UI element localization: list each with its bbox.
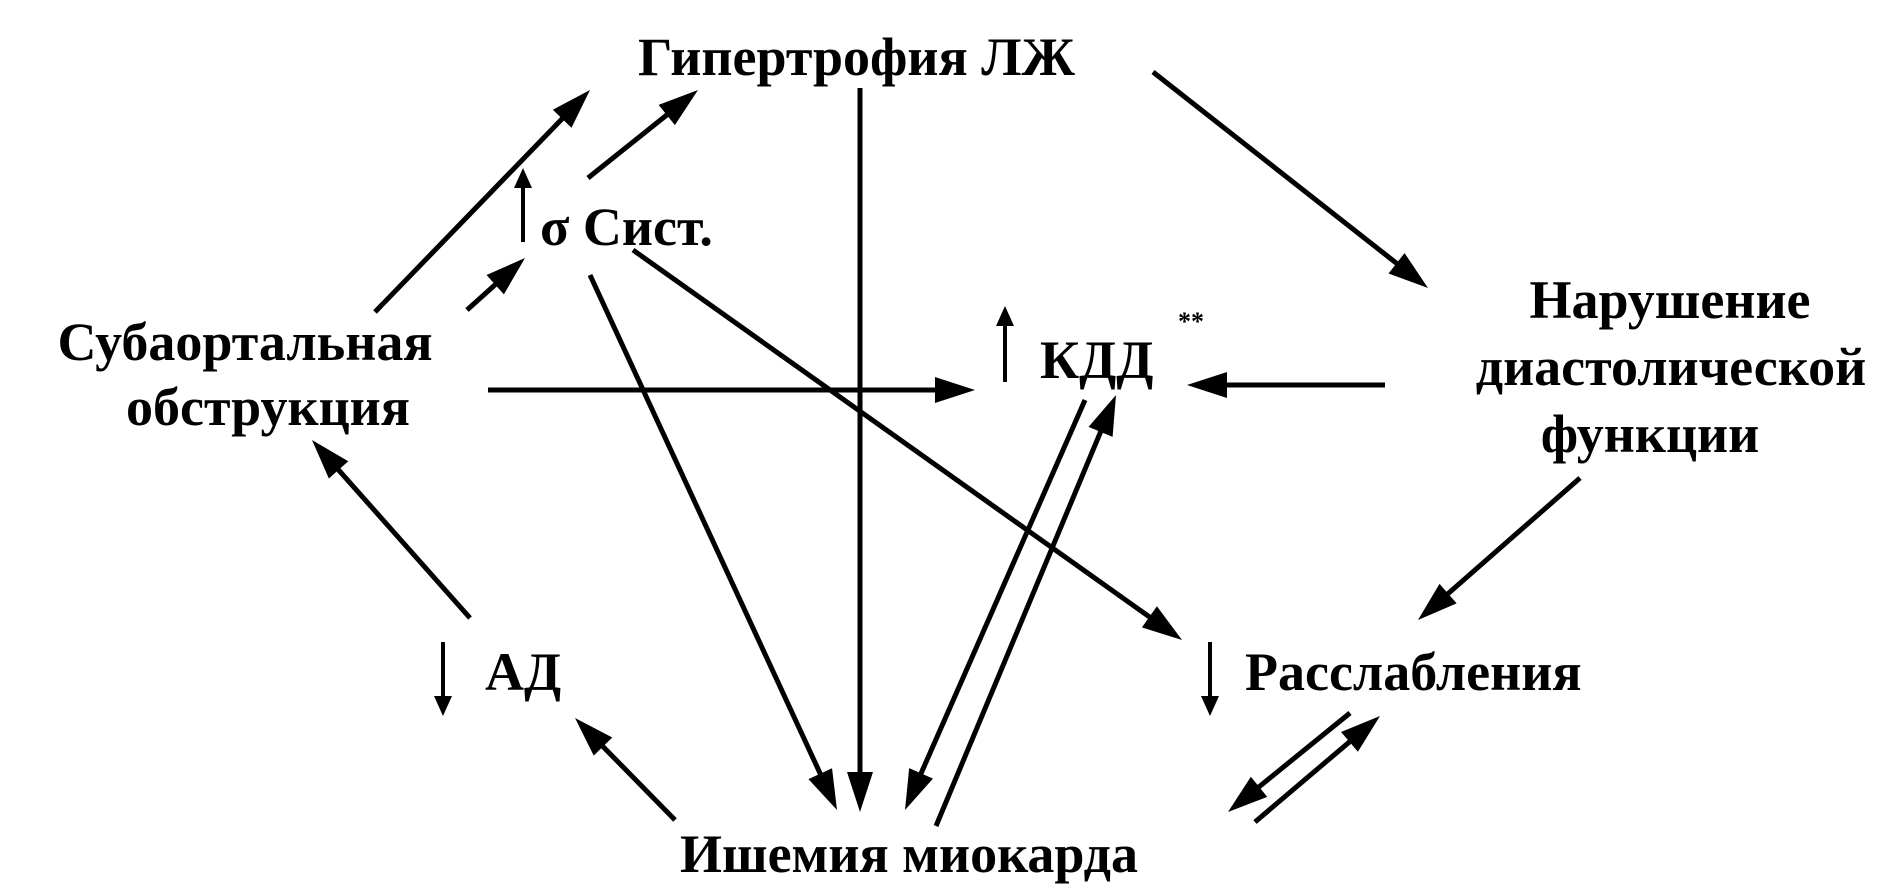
arrowhead xyxy=(1341,716,1380,752)
arrow-systolic-stress-to-ischemia xyxy=(587,273,837,810)
arrowhead xyxy=(808,768,837,810)
node-diastolic-line2: диастолической xyxy=(1476,337,1866,397)
arrow-hypertrophy-to-diastolic xyxy=(1151,70,1428,288)
node-systolic-stress: σ Сист. xyxy=(540,197,713,257)
node-bp: АД xyxy=(485,642,561,702)
arrow-shaft xyxy=(631,247,1155,622)
arrowhead xyxy=(847,772,873,812)
arrowhead xyxy=(1228,776,1268,812)
arrow-shaft xyxy=(465,280,500,312)
arrow-shaft xyxy=(933,427,1105,827)
arrow-shaft xyxy=(598,741,677,822)
arrow-shaft xyxy=(1151,70,1402,268)
arrow-ischemia-to-bp xyxy=(575,718,677,822)
node-subaortic-line1: Субаортальная xyxy=(57,312,432,372)
arrow-subaortic-to-hypertrophy xyxy=(373,90,590,314)
increase-arrow-icon xyxy=(514,168,532,242)
arrow-systolic-stress-to-hypertrophy xyxy=(586,90,698,180)
arrow-relaxation-to-ischemia xyxy=(1228,711,1352,812)
arrow-systolic-stress-to-relaxation xyxy=(631,247,1182,640)
arrowhead xyxy=(312,440,349,479)
arrowhead xyxy=(905,768,933,810)
arrow-shaft xyxy=(373,114,567,314)
arrow-shaft xyxy=(1254,711,1352,792)
arrows-layer xyxy=(312,70,1582,827)
arrow-ischemia-to-edp xyxy=(933,395,1116,827)
arrow-ischemia-to-relaxation xyxy=(1253,716,1380,824)
node-relaxation: Расслабления xyxy=(1245,642,1582,702)
arrow-subaortic-to-systolic-stress xyxy=(465,258,525,312)
arrow-shaft xyxy=(586,110,672,180)
arrow-subaortic-to-edp xyxy=(488,377,975,403)
arrowhead xyxy=(1088,395,1116,437)
arrowhead xyxy=(935,377,975,403)
arrowhead xyxy=(1187,372,1227,398)
arrow-bp-to-subaortic xyxy=(312,440,472,620)
arrowhead xyxy=(486,258,525,295)
node-diastolic-line1: Нарушение xyxy=(1529,270,1810,330)
node-edp: КДД xyxy=(1040,330,1153,390)
increase-arrow-icon xyxy=(996,306,1014,382)
arrow-shaft xyxy=(1253,737,1355,824)
arrowhead xyxy=(1388,253,1428,288)
arrowhead xyxy=(658,90,698,126)
arrow-shaft xyxy=(587,273,825,779)
arrowhead xyxy=(552,90,590,128)
node-hypertrophy: Гипертрофия ЛЖ xyxy=(638,27,1075,87)
arrowhead xyxy=(1418,583,1457,620)
arrowhead xyxy=(575,718,613,756)
arrow-hypertrophy-to-ischemia xyxy=(847,88,873,812)
arrow-shaft xyxy=(917,398,1088,779)
arrow-diastolic-to-edp xyxy=(1187,372,1385,398)
arrow-shaft xyxy=(1443,476,1582,599)
node-diastolic-line3: функции xyxy=(1541,404,1760,464)
node-ischemia: Ишемия миокарда xyxy=(680,824,1138,884)
arrowhead xyxy=(1141,606,1182,640)
arrow-diastolic-to-relaxation xyxy=(1418,476,1582,620)
node-subaortic-line2: обструкция xyxy=(126,377,410,437)
decrease-arrow-icon xyxy=(1201,642,1219,716)
decrease-arrow-icon xyxy=(434,642,452,716)
arrow-shaft xyxy=(334,465,472,620)
node-edp-marks: ** xyxy=(1178,307,1204,336)
arrow-edp-to-ischemia xyxy=(905,398,1088,810)
